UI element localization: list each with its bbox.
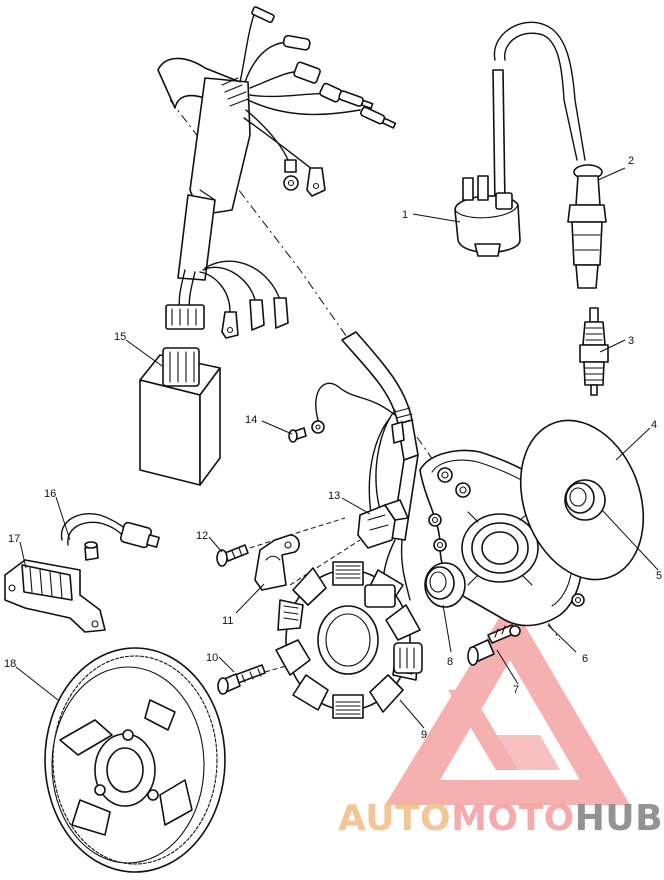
spark-plug-cap [567,164,607,289]
guide-line [249,517,361,586]
voltage-regulator [4,559,106,633]
callout-9: 9 [421,729,427,741]
callout-5: 5 [656,570,662,582]
pulser-coil [357,499,409,549]
callout-10: 10 [206,652,218,664]
guide-line [264,661,301,673]
cdi-box [139,347,221,486]
watermark-auto: AUTO [338,798,451,839]
clamp-screw [216,544,249,567]
ignition-coil [454,21,586,257]
callout-15: 15 [114,331,126,343]
callout-8: 8 [447,656,453,668]
watermark-moto: MOTO [451,798,575,839]
callout-3: 3 [628,335,634,347]
oil-seal [564,479,606,521]
callout-7: 7 [513,684,519,696]
callout-18: 18 [4,658,16,670]
ground-screw [288,427,307,443]
callout-4: 4 [651,419,657,431]
callout-16: 16 [44,488,56,500]
watermark-logo [385,600,630,805]
stator-wiring [311,331,419,601]
callout-labels: 1 2 3 4 5 6 7 8 9 10 11 12 13 14 15 16 1… [4,155,662,741]
crank-seal [424,562,466,608]
watermark-hub: HUB [575,798,663,839]
housing-bolt [467,624,521,666]
watermark-text: AUTOMOTOHUB [338,798,663,839]
callout-2: 2 [628,155,634,167]
wire-clamp [254,534,300,591]
callout-11: 11 [222,615,233,627]
stator-bolt [217,664,266,695]
flywheel [44,647,226,873]
spark-plug [579,307,609,396]
svg-text:AUTOMOTOHUB: AUTOMOTOHUB [338,798,663,839]
callout-13: 13 [328,490,340,502]
callout-14: 14 [245,414,257,426]
callout-12: 12 [196,530,208,542]
callout-17: 17 [8,533,20,545]
wiring-harness [157,6,397,339]
callout-1: 1 [402,209,408,221]
regulator-lead [60,513,160,561]
leader-lines [15,167,659,729]
callout-6: 6 [582,653,588,665]
stator [275,561,423,719]
